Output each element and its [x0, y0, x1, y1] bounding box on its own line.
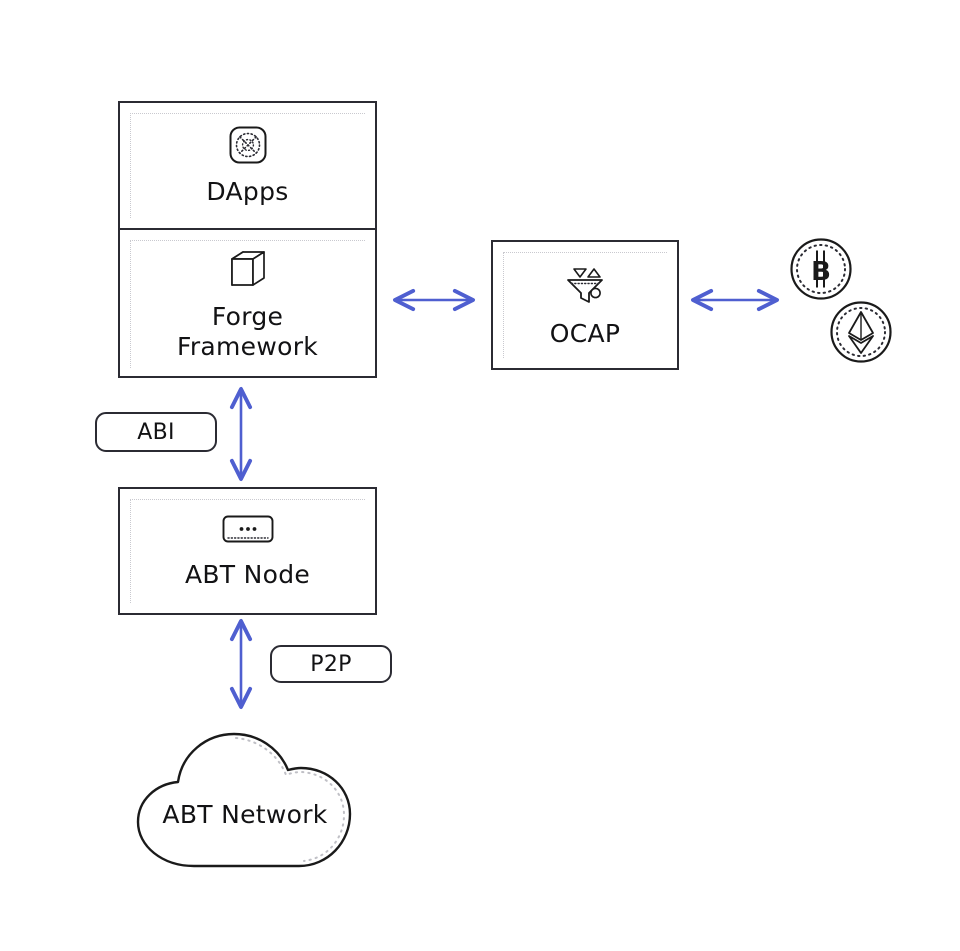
dapps-network-icon — [226, 123, 270, 171]
forge-framework-layer[interactable]: Forge Framework — [120, 230, 375, 378]
abi-label-text: ABI — [137, 419, 175, 445]
abt-node-label: ABT Node — [184, 559, 311, 589]
forge-label-line-1: Forge — [211, 301, 284, 331]
cube-icon — [225, 246, 271, 296]
abt-node-box[interactable]: ABT Node — [118, 487, 377, 615]
dapps-layer[interactable]: DApps — [120, 103, 375, 230]
bitcoin-coin-icon[interactable]: B — [789, 237, 853, 301]
forge-framework-label: Forge Framework — [177, 302, 318, 363]
p2p-connector-label[interactable]: P2P — [270, 645, 392, 683]
cloud-icon[interactable] — [132, 718, 358, 870]
ocap-label: OCAP — [549, 318, 621, 348]
application-stack-box: DApps — [118, 101, 377, 378]
ocap-box[interactable]: OCAP — [491, 240, 679, 370]
abi-connector-label[interactable]: ABI — [95, 412, 217, 452]
ellipsis-card-icon — [221, 512, 275, 550]
abt-network-label: ABT Network — [162, 800, 328, 829]
svg-text:B: B — [811, 257, 831, 287]
ethereum-coin-icon[interactable] — [829, 300, 893, 364]
p2p-label-text: P2P — [310, 651, 352, 677]
funnel-filter-icon — [562, 261, 608, 311]
forge-label-line-2: Framework — [176, 332, 319, 361]
dapps-label: DApps — [206, 177, 289, 207]
